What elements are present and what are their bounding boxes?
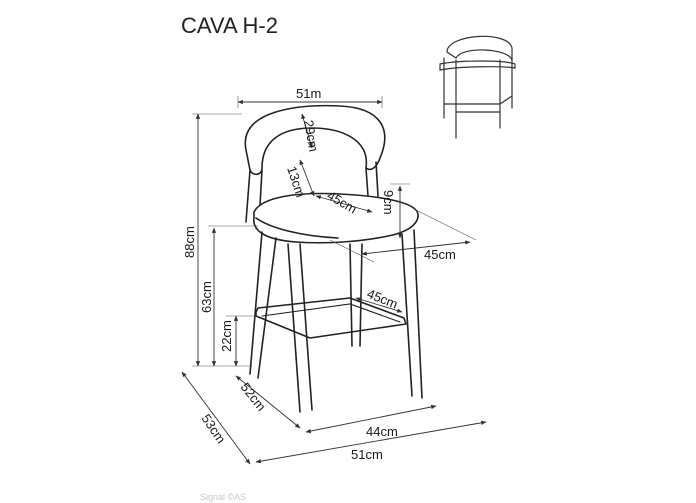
- label-base-width-inner: 44cm: [366, 424, 398, 439]
- label-seat-width: 45cm: [424, 247, 456, 262]
- product-title: CAVA H-2: [181, 13, 278, 38]
- label-backrest-height: 29cm: [301, 119, 321, 153]
- label-seat-thickness: 9cm: [381, 190, 396, 215]
- chair-thumbnail: [439, 35, 516, 139]
- label-footrest-size: 45cm: [365, 286, 400, 312]
- dimension-lines: [181, 96, 487, 465]
- label-footrest-height: 22cm: [219, 320, 234, 352]
- label-seat-height: 63cm: [199, 281, 214, 313]
- dimension-labels: 51m 29cm 13cm 45cm 9cm 45cm 88cm 63cm 22…: [182, 86, 456, 462]
- label-seat-back-gap: 13cm: [284, 164, 308, 199]
- chair-drawing: [244, 104, 423, 413]
- label-total-height: 88cm: [182, 226, 197, 258]
- label-base-depth-inner: 52cm: [238, 380, 269, 414]
- footer-watermark: Signal ©AS: [200, 492, 246, 502]
- label-base-width-outer: 51cm: [351, 447, 383, 462]
- label-backrest-width: 51m: [296, 86, 321, 101]
